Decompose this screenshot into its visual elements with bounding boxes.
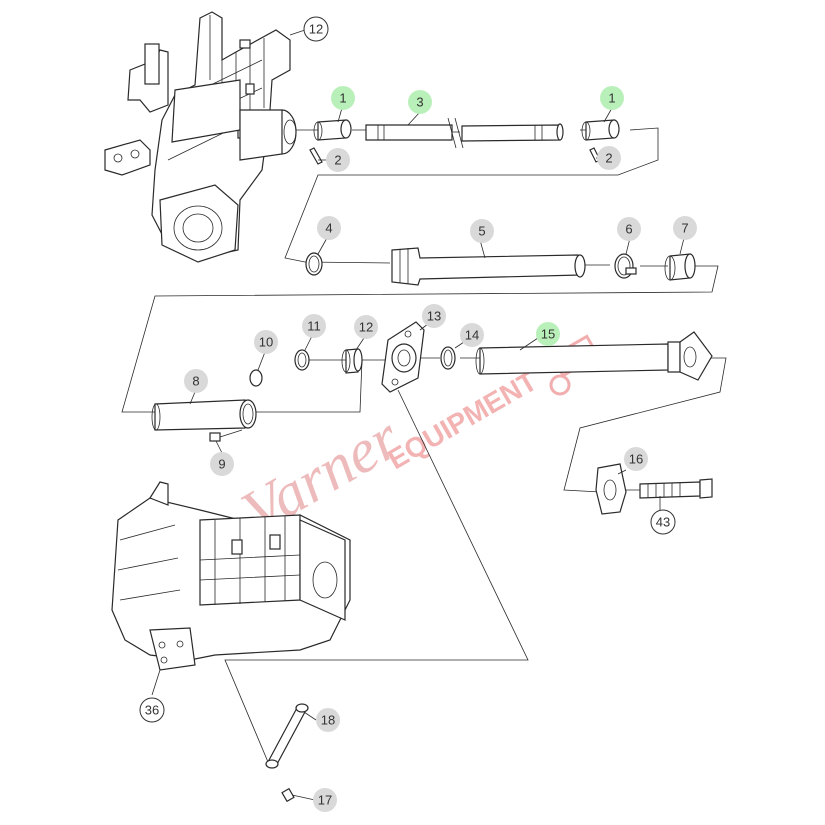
bushing-left xyxy=(313,119,352,141)
callout-circle xyxy=(600,86,624,110)
callout-label: 4 xyxy=(325,221,332,236)
callout-36: 36 xyxy=(139,697,165,723)
drive-shaft xyxy=(365,117,564,149)
row-3-assembly xyxy=(150,321,727,493)
callout-circle xyxy=(354,315,378,339)
callout-6: 6 xyxy=(617,217,641,241)
callout-label: 12 xyxy=(309,22,323,37)
callout-18: 18 xyxy=(316,708,340,732)
callout-circle xyxy=(210,452,234,476)
callout-label: 8 xyxy=(192,374,199,389)
callout-10: 10 xyxy=(254,330,278,354)
callout-circle xyxy=(673,216,697,240)
callout-label: 7 xyxy=(681,221,688,236)
callout-label: 5 xyxy=(478,224,485,239)
callout-circle xyxy=(139,697,165,723)
callout-16: 16 xyxy=(624,447,648,471)
callout-label: 3 xyxy=(416,95,423,110)
o-ring-14 xyxy=(440,346,456,370)
callout-13: 13 xyxy=(422,304,446,328)
callout-9: 9 xyxy=(210,452,234,476)
callout-label: 36 xyxy=(145,703,159,718)
clamp-6 xyxy=(614,253,637,279)
callout-3: 3 xyxy=(408,90,432,114)
row-4-assembly xyxy=(595,463,713,515)
bushing-right xyxy=(581,119,620,141)
callout-circle xyxy=(316,708,340,732)
callout-12: 12 xyxy=(303,16,329,42)
callout-circle xyxy=(303,16,329,42)
callout-4: 4 xyxy=(317,216,341,240)
front-axle-housing xyxy=(104,11,297,263)
callout-circle xyxy=(317,216,341,240)
callout-label: 2 xyxy=(334,153,341,168)
pin-left xyxy=(309,147,323,165)
callout-circle xyxy=(624,447,648,471)
o-ring-11 xyxy=(294,349,310,371)
callout-label: 15 xyxy=(541,327,555,342)
callout-1: 1 xyxy=(600,86,624,110)
bushing-12 xyxy=(341,348,363,374)
transmission-housing xyxy=(111,389,529,763)
bolt-17 xyxy=(281,787,295,803)
callout-circle xyxy=(254,330,278,354)
callout-circle xyxy=(326,148,350,172)
callout-label: 43 xyxy=(656,515,670,530)
callout-circle xyxy=(650,509,676,535)
callout-2: 2 xyxy=(326,148,350,172)
tube-5 xyxy=(391,247,586,286)
callout-17: 17 xyxy=(313,788,337,812)
o-ring-10 xyxy=(249,369,263,387)
callout-15: 15 xyxy=(536,322,560,346)
shaft-43 xyxy=(639,478,713,499)
callout-circle xyxy=(617,217,641,241)
callout-7: 7 xyxy=(673,216,697,240)
callout-12: 12 xyxy=(354,315,378,339)
callout-circle xyxy=(422,304,446,328)
row-2-assembly xyxy=(121,247,719,413)
callout-11: 11 xyxy=(302,314,326,338)
callout-circle xyxy=(313,788,337,812)
callout-label: 1 xyxy=(608,91,615,106)
callout-label: 16 xyxy=(629,452,643,467)
callout-circle xyxy=(597,146,621,170)
callout-8: 8 xyxy=(184,369,208,393)
callout-label: 13 xyxy=(427,309,441,324)
callout-label: 1 xyxy=(339,91,346,106)
callout-circle xyxy=(408,90,432,114)
callout-label: 14 xyxy=(465,328,479,343)
callout-1: 1 xyxy=(331,86,355,110)
tube-8 xyxy=(151,399,257,431)
callout-14: 14 xyxy=(460,323,484,347)
callout-5: 5 xyxy=(470,219,494,243)
callout-circle xyxy=(536,322,560,346)
flange-13 xyxy=(381,321,425,393)
callout-label: 12 xyxy=(359,320,373,335)
callout-43: 43 xyxy=(650,509,676,535)
link-18 xyxy=(265,703,309,769)
callout-circle xyxy=(331,86,355,110)
callout-circle xyxy=(470,219,494,243)
bushing-7 xyxy=(664,253,696,281)
gasket-16 xyxy=(595,463,627,515)
row-1-assembly xyxy=(284,117,659,263)
callout-circle xyxy=(184,369,208,393)
callout-2: 2 xyxy=(597,146,621,170)
bolt-9 xyxy=(209,429,243,442)
callout-circle xyxy=(460,323,484,347)
callout-label: 17 xyxy=(318,793,332,808)
tube-15 xyxy=(475,331,713,381)
callout-label: 2 xyxy=(605,151,612,166)
callout-label: 18 xyxy=(321,713,335,728)
callout-circle xyxy=(302,314,326,338)
callout-label: 11 xyxy=(307,319,321,334)
callout-label: 9 xyxy=(218,457,225,472)
callout-label: 10 xyxy=(259,335,273,350)
callout-label: 6 xyxy=(625,222,632,237)
